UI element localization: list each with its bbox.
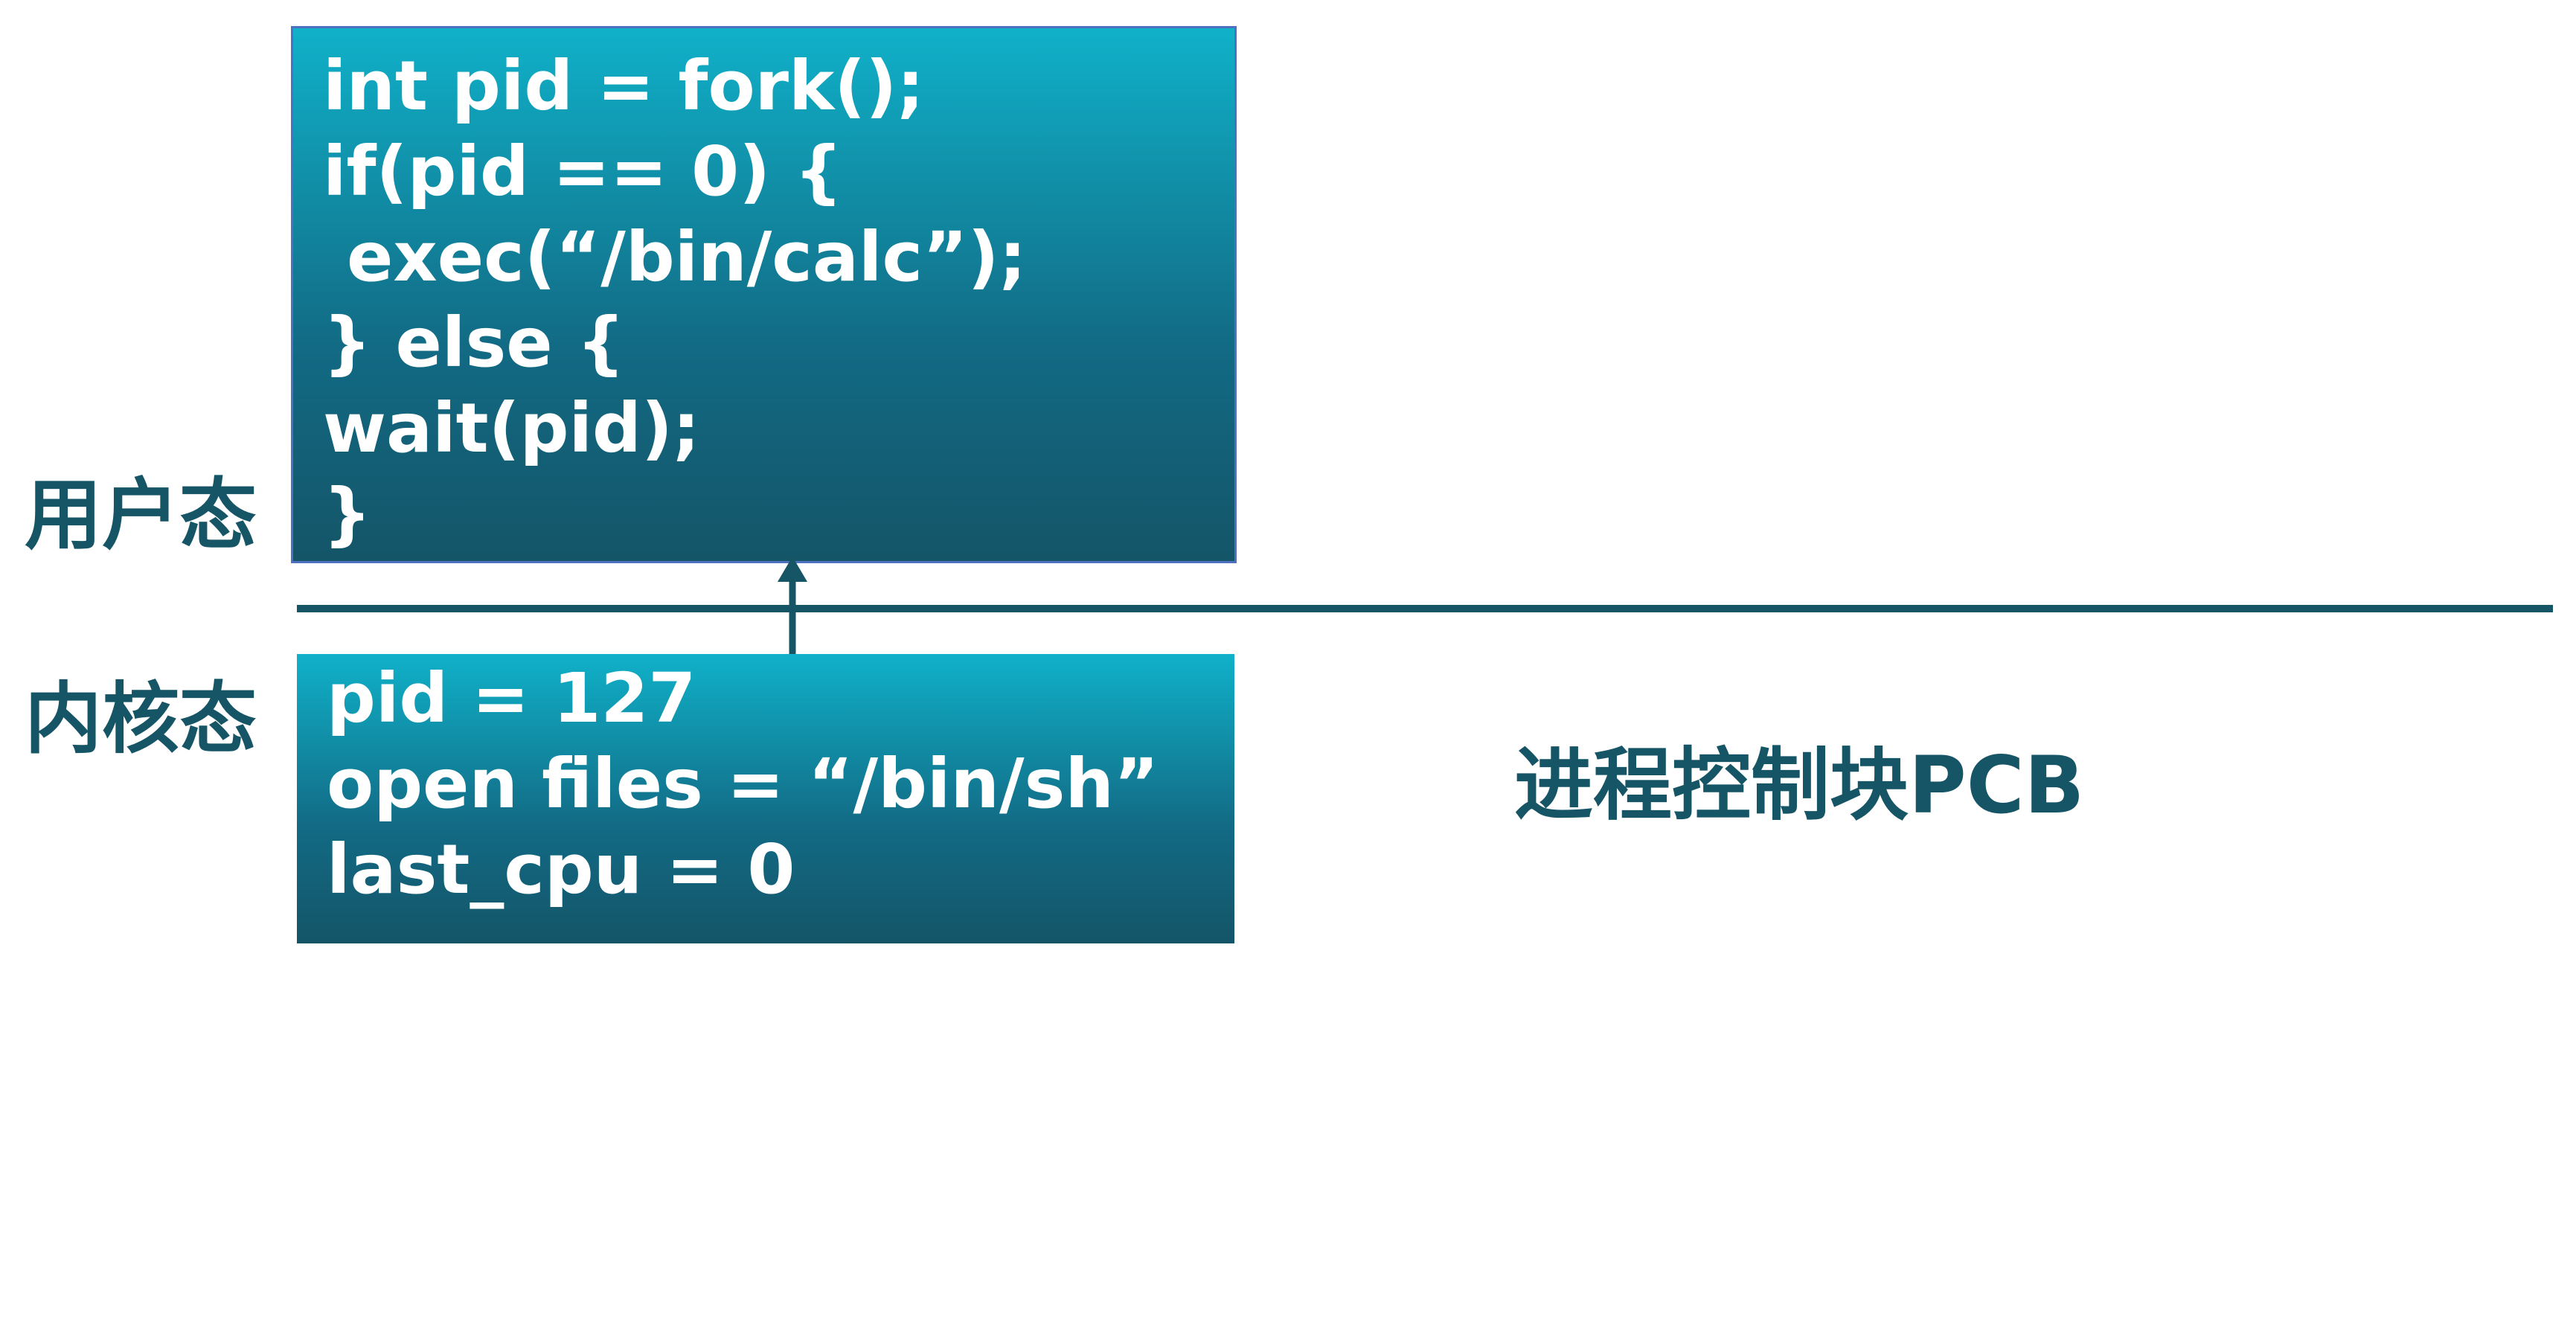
pcb-field: pid = 127 (327, 658, 696, 738)
user-code-box: int pid = fork(); if(pid == 0) { exec(“/… (291, 26, 1237, 563)
up-arrow-icon (778, 557, 807, 655)
code-line: } (323, 474, 372, 554)
code-line: exec(“/bin/calc”); (323, 217, 1027, 297)
code-line: if(pid == 0) { (323, 132, 843, 211)
code-line: } else { (323, 303, 626, 382)
code-line: wait(pid); (323, 388, 700, 468)
pcb-label: 进程控制块PCB (1514, 740, 2085, 831)
user-mode-label: 用户态 (25, 469, 257, 560)
pcb-field: open files = “/bin/sh” (327, 744, 1159, 824)
pcb-box: pid = 127 open files = “/bin/sh” last_cp… (297, 654, 1234, 943)
user-kernel-boundary-line (297, 605, 2553, 612)
pcb-field: last_cpu = 0 (327, 830, 795, 909)
code-line: int pid = fork(); (323, 46, 925, 126)
kernel-mode-label: 内核态 (25, 673, 257, 764)
